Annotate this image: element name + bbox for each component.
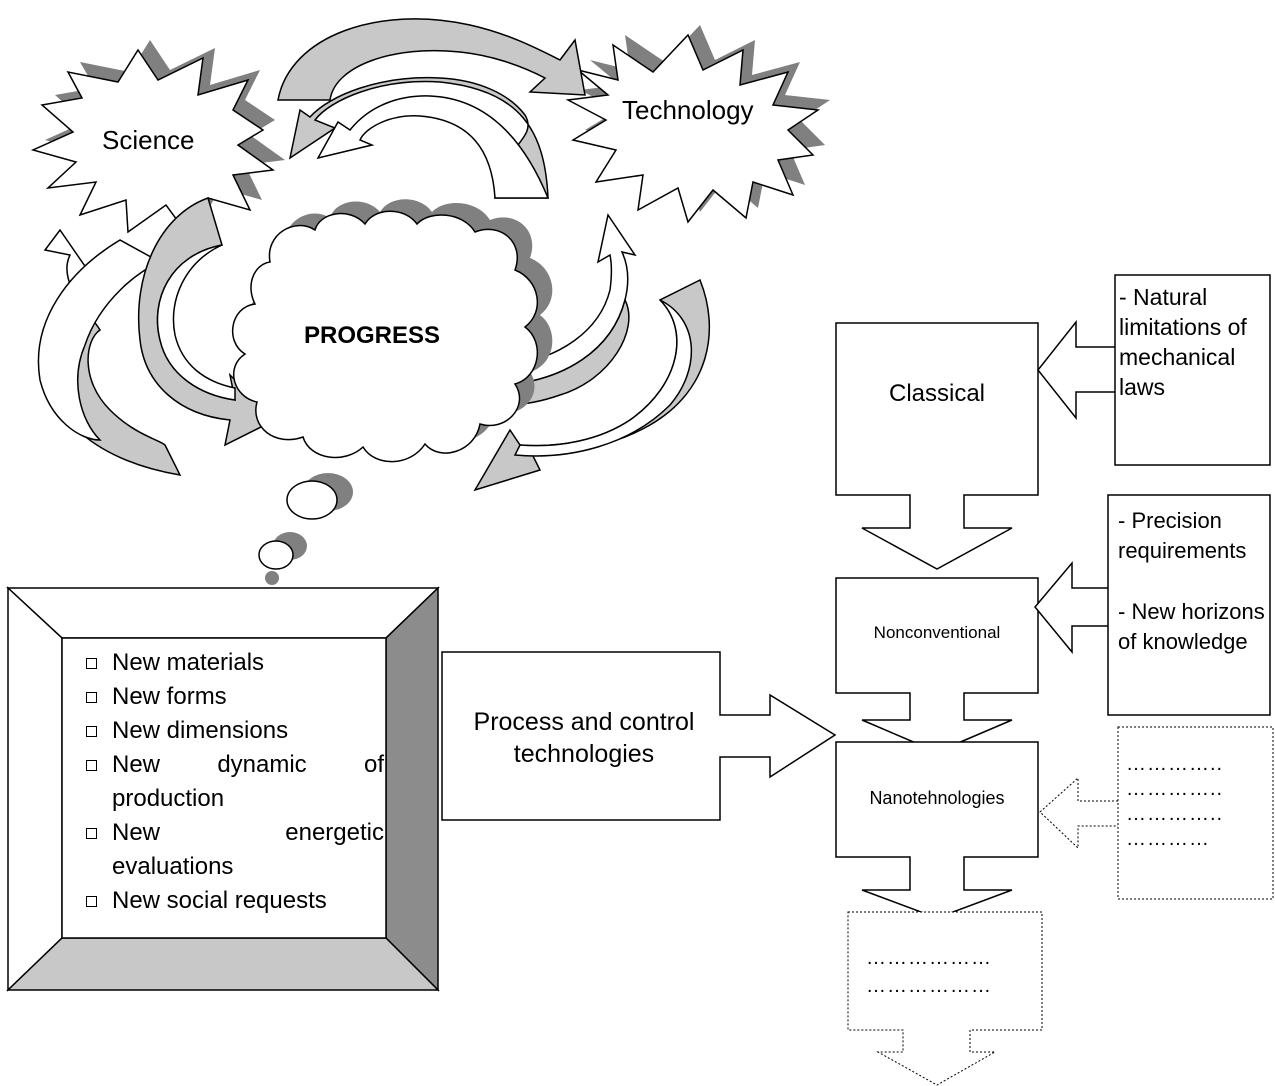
frame-top-bevel	[6, 587, 440, 639]
checklist-item-materials: New materials	[84, 646, 384, 680]
technology-burst	[565, 33, 821, 224]
nanotechnologies-label: Nanotehnologies	[869, 788, 1005, 808]
arrow-into-classical	[1037, 319, 1115, 421]
arrow-science-to-technology	[277, 18, 586, 101]
classical-note-box	[1114, 274, 1271, 466]
checklist-item-energetic-cont: evaluations	[112, 853, 234, 880]
bottom-placeholder-arrow	[847, 911, 1043, 1086]
checklist-item-energetic: New energetic	[84, 816, 384, 850]
process-label: Process and control technologies	[473, 708, 695, 768]
checklist-item-forms: New forms	[84, 680, 384, 714]
nonconventional-note-box	[1107, 494, 1271, 716]
arrow-technology-to-science-inner	[316, 95, 550, 199]
frame-bottom-bevel	[6, 937, 440, 991]
arrow-science-to-progress-white	[156, 244, 236, 401]
arrow-into-nanotechnologies	[1039, 776, 1118, 850]
placeholder-line: …………..	[1126, 803, 1224, 825]
checklist-item-dynamic-cont: production	[112, 785, 225, 812]
progress-label: PROGRESS	[304, 322, 441, 349]
bottom-placeholder-lines: ……………… ………………	[866, 944, 992, 1000]
frame-inner	[61, 637, 387, 939]
checkbox-icon	[86, 658, 97, 669]
nonconventional-label: Nonconventional	[873, 623, 1001, 642]
science-burst	[30, 48, 275, 237]
classical-note: - Natural limitations of mechanical laws	[1119, 284, 1247, 400]
checkbox-icon	[86, 692, 97, 703]
arrow-into-nonconventional	[1034, 560, 1108, 655]
placeholder-line: ………………	[866, 947, 992, 969]
precision-note: - Precision requirements	[1118, 508, 1247, 563]
placeholder-line: ………………	[866, 975, 992, 997]
progress-cloud	[231, 210, 539, 463]
checkbox-icon	[86, 726, 97, 737]
arrow-right-lower-white	[513, 299, 692, 457]
classical-label: Classical	[888, 380, 986, 407]
thought-bubble-small	[265, 571, 279, 585]
checklist-item-dimensions: New dimensions	[84, 714, 384, 748]
checklist-item-social: New social requests	[84, 884, 384, 918]
frame-left-bevel	[7, 586, 63, 992]
nanotechnologies-arrow	[835, 741, 1039, 919]
checkbox-icon	[86, 896, 97, 907]
placeholder-line: …………	[1126, 828, 1210, 850]
checkbox-icon	[86, 760, 97, 771]
frame-right-bevel	[385, 586, 439, 992]
nonconventional-arrow	[835, 577, 1039, 753]
technology-label: Technology	[622, 95, 754, 125]
science-label: Science	[102, 125, 195, 155]
side-placeholder-lines: ………….. ………….. ………….. …………	[1126, 752, 1223, 852]
checklist: New materials New forms New dimensions N…	[84, 646, 384, 918]
horizons-note: - New horizons of knowledge	[1118, 599, 1265, 654]
thought-bubble-medium	[258, 540, 294, 570]
checkbox-icon	[86, 828, 97, 839]
process-arrow	[441, 651, 837, 821]
arrow-left-loop-white	[37, 239, 162, 441]
thought-bubble-large	[286, 480, 338, 520]
nanotechnologies-placeholder-box	[1117, 726, 1274, 900]
placeholder-line: …………..	[1126, 753, 1224, 775]
placeholder-line: …………..	[1126, 778, 1224, 800]
checklist-item-dynamic: New dynamic of	[84, 748, 384, 782]
classical-arrow	[835, 322, 1039, 570]
